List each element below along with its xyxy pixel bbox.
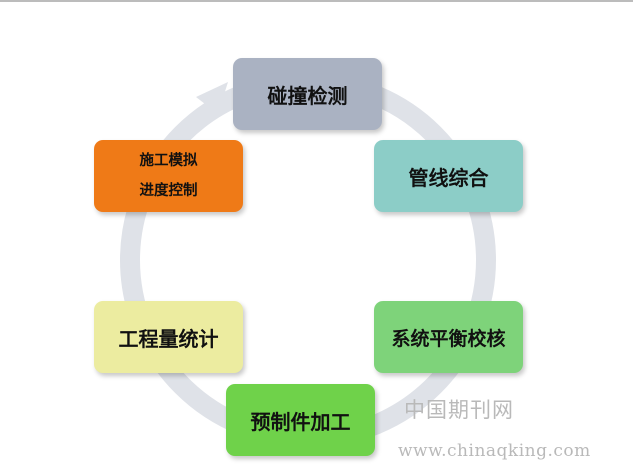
node-label: 系统平衡校核 <box>391 327 506 350</box>
node-system-balance-check: 系统平衡校核 <box>374 301 523 373</box>
node-prefab-processing: 预制件加工 <box>226 384 375 456</box>
node-construction-simulation: 施工模拟 进度控制 <box>94 140 243 212</box>
top-divider <box>0 0 633 2</box>
cycle-arrowhead-icon <box>196 82 228 114</box>
node-label-line-1: 施工模拟 <box>139 153 198 169</box>
node-label-line-2: 进度控制 <box>139 183 198 199</box>
node-label: 预制件加工 <box>250 409 351 434</box>
node-quantity-statistics: 工程量统计 <box>94 301 243 373</box>
node-label: 管线综合 <box>408 165 489 190</box>
watermark-site-name: 中国期刊网 <box>404 398 514 422</box>
node-collision-detection: 碰撞检测 <box>233 58 382 130</box>
node-label: 碰撞检测 <box>267 83 348 108</box>
node-label: 工程量统计 <box>118 326 219 351</box>
node-pipeline-integration: 管线综合 <box>374 140 523 212</box>
watermark-url: www.chinaqking.com <box>398 441 591 461</box>
